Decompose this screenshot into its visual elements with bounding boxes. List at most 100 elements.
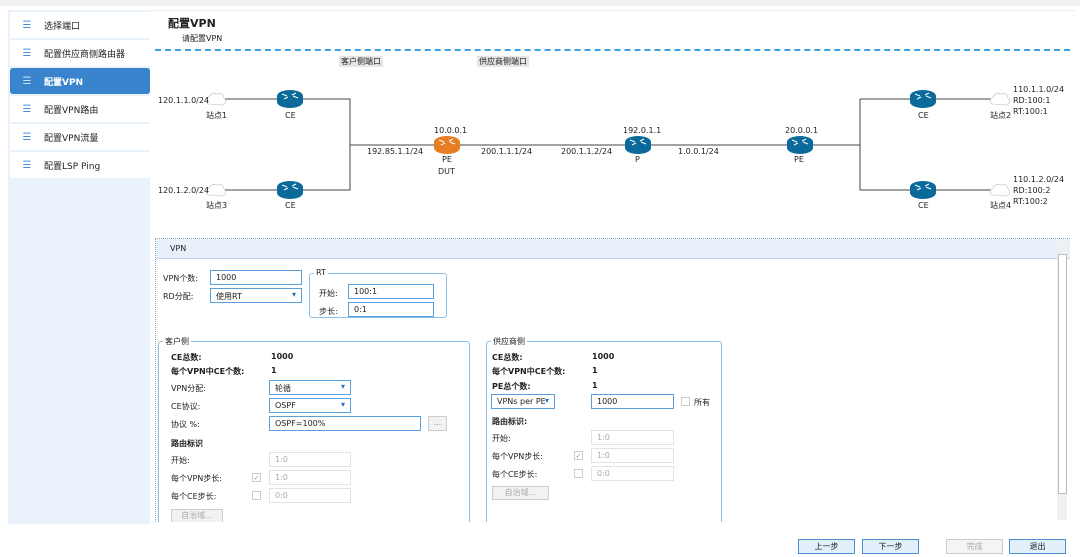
ce1-router-icon[interactable] bbox=[276, 89, 304, 109]
rt-step-label: 步长: bbox=[319, 307, 338, 316]
proto-pct-label: 协议 %: bbox=[171, 420, 200, 429]
pe2-router-icon[interactable] bbox=[786, 135, 814, 155]
p-label: P bbox=[635, 155, 640, 164]
ce4-label: CE bbox=[918, 201, 929, 210]
site4-label: 站点4 bbox=[990, 200, 1011, 210]
site4-cloud-icon bbox=[989, 184, 1011, 197]
ce-proto-label: CE协议: bbox=[171, 402, 201, 411]
pe2-label: PE bbox=[794, 155, 804, 164]
ce4-router-icon[interactable] bbox=[909, 180, 937, 200]
list-icon: ☰ bbox=[22, 131, 32, 143]
link-pe-out-ip: 200.1.1.1/24 bbox=[481, 147, 532, 156]
pe-dut-ip: 10.0.0.1 bbox=[434, 126, 467, 135]
customer-vpn-step-checkbox[interactable]: ✓ bbox=[252, 473, 261, 482]
sidebar-item-select-port[interactable]: ☰选择端口 bbox=[10, 12, 150, 38]
exit-button[interactable]: 退出 bbox=[1009, 539, 1066, 554]
customer-vpn-step-input[interactable]: 1:0 bbox=[269, 470, 351, 485]
ce3-label: CE bbox=[285, 201, 296, 210]
sidebar-item-label: 选择端口 bbox=[44, 21, 81, 32]
proto-pct-more-button[interactable]: ... bbox=[428, 416, 447, 431]
sidebar-item-label: 配置VPN bbox=[44, 77, 84, 88]
provider-rd-start-input[interactable]: 1:0 bbox=[591, 430, 674, 445]
list-icon: ☰ bbox=[22, 103, 32, 115]
sidebar-item-label: 配置VPN路由 bbox=[44, 105, 99, 116]
topology-diagram: 120.1.1.0/24 站点1 120.1.2.0/24 站点3 CE CE … bbox=[158, 85, 1064, 210]
ce2-label: CE bbox=[918, 111, 929, 120]
top-bar bbox=[0, 0, 1080, 6]
rt-start-input[interactable]: 100:1 bbox=[348, 284, 434, 299]
sidebar-item-config-vpn[interactable]: ☰ 配置VPN bbox=[10, 68, 150, 94]
customer-as-button[interactable]: 自治域... bbox=[171, 509, 223, 522]
sidebar-item-lsp-ping[interactable]: ☰配置LSP Ping bbox=[10, 152, 150, 178]
provider-mode-input[interactable]: 1000 bbox=[591, 394, 674, 409]
rt-step-input[interactable]: 0:1 bbox=[348, 302, 434, 317]
prev-button[interactable]: 上一步 bbox=[798, 539, 855, 554]
list-icon: ☰ bbox=[22, 75, 32, 87]
sidebar-item-label: 配置供应商侧路由器 bbox=[44, 49, 126, 60]
sidebar: ☰选择端口 ☰配置供应商侧路由器 ☰配置VPN ☰配置VPN路由 ☰配置VPN流… bbox=[8, 10, 150, 524]
customer-legend: 客户侧 bbox=[163, 336, 191, 347]
divider bbox=[155, 49, 1070, 51]
rt-legend: RT bbox=[314, 268, 328, 277]
ce1-label: CE bbox=[285, 111, 296, 120]
p-router-icon[interactable] bbox=[624, 135, 652, 155]
customer-ce-step-input[interactable]: 0:0 bbox=[269, 488, 351, 503]
vpn-panel-header: VPN bbox=[156, 239, 1070, 259]
provider-ce-step-input[interactable]: 0:0 bbox=[591, 466, 674, 481]
vpn-alloc-select[interactable]: 轮循 bbox=[269, 380, 351, 395]
pe-dut-label: PE bbox=[442, 155, 452, 164]
customer-fieldset: 客户侧 CE总数: 1000 每个VPN中CE个数: 1 VPN分配: 轮循 C… bbox=[158, 336, 470, 522]
scrollbar-thumb[interactable] bbox=[1058, 254, 1067, 494]
vpn-count-input[interactable]: 1000 bbox=[210, 270, 302, 285]
site3-net: 120.1.2.0/24 bbox=[158, 186, 209, 195]
provider-ce-total-label: CE总数: bbox=[492, 353, 523, 362]
ce-per-vpn-label: 每个VPN中CE个数: bbox=[171, 367, 245, 376]
site2-label: 站点2 bbox=[990, 110, 1011, 120]
rt-fieldset: RT 开始: 100:1 步长: 0:1 bbox=[309, 268, 447, 318]
all-label: 所有 bbox=[694, 398, 710, 407]
provider-vpn-step-input[interactable]: 1:0 bbox=[591, 448, 674, 463]
provider-mode-select[interactable]: VPNs per PE bbox=[491, 394, 555, 409]
site2-rt: RT:100:1 bbox=[1013, 107, 1048, 116]
provider-as-button[interactable]: 自治域... bbox=[492, 486, 549, 500]
site1-net: 120.1.1.0/24 bbox=[158, 96, 209, 105]
finish-button[interactable]: 完成 bbox=[946, 539, 1003, 554]
ce2-router-icon[interactable] bbox=[909, 89, 937, 109]
provider-legend: 供应商侧 bbox=[491, 336, 527, 347]
provider-ce-per-vpn-label: 每个VPN中CE个数: bbox=[492, 367, 566, 376]
provider-rd-section: 路由标识: bbox=[492, 417, 528, 426]
provider-vpn-step-label: 每个VPN步长: bbox=[492, 452, 543, 461]
pe-dut-router-icon[interactable] bbox=[433, 135, 461, 155]
provider-ce-step-label: 每个CE步长: bbox=[492, 470, 538, 479]
all-checkbox[interactable] bbox=[681, 397, 690, 406]
ce3-router-icon[interactable] bbox=[276, 180, 304, 200]
sidebar-item-vpn-traffic[interactable]: ☰配置VPN流量 bbox=[10, 124, 150, 150]
provider-ce-total-value: 1000 bbox=[592, 352, 615, 361]
proto-pct-input[interactable]: OSPF=100% bbox=[269, 416, 421, 431]
rd-alloc-label: RD分配: bbox=[163, 292, 194, 301]
site2-net: 110.1.1.0/24 bbox=[1013, 85, 1064, 94]
provider-ce-per-vpn-value: 1 bbox=[592, 366, 598, 375]
provider-vpn-step-checkbox[interactable]: ✓ bbox=[574, 451, 583, 460]
sidebar-item-provider-router[interactable]: ☰ 配置供应商侧路由器 bbox=[10, 40, 150, 66]
ce-total-value: 1000 bbox=[271, 352, 294, 361]
pe2-ip: 20.0.0.1 bbox=[785, 126, 818, 135]
ce-per-vpn-value: 1 bbox=[271, 366, 277, 375]
link-ce-pe-ip: 192.85.1.1/24 bbox=[367, 147, 423, 156]
provider-port-tag: 供应商侧端口 bbox=[477, 56, 529, 67]
list-icon: ☰ bbox=[22, 47, 32, 59]
rt-start-label: 开始: bbox=[319, 289, 338, 298]
customer-ce-step-checkbox[interactable] bbox=[252, 491, 261, 500]
page-subtitle: 请配置VPN bbox=[182, 34, 223, 43]
ce-proto-select[interactable]: OSPF bbox=[269, 398, 351, 413]
customer-rd-start-input[interactable]: 1:0 bbox=[269, 452, 351, 467]
next-button[interactable]: 下一步 bbox=[862, 539, 919, 554]
pe-total-value: 1 bbox=[592, 381, 598, 390]
provider-ce-step-checkbox[interactable] bbox=[574, 469, 583, 478]
sidebar-item-label: 配置LSP Ping bbox=[44, 161, 101, 172]
links bbox=[221, 98, 995, 191]
site4-rt: RT:100:2 bbox=[1013, 197, 1048, 206]
site3-label: 站点3 bbox=[206, 200, 227, 210]
rd-alloc-select[interactable]: 使用RT bbox=[210, 288, 302, 303]
sidebar-item-vpn-route[interactable]: ☰ 配置VPN路由 bbox=[10, 96, 150, 122]
